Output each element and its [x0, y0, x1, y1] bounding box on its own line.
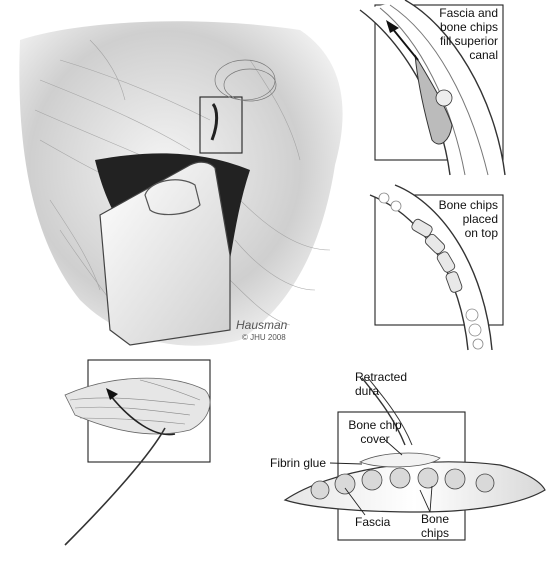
copyright-credit: © JHU 2008	[242, 333, 286, 342]
label-bone-chips-on-top: Bone chips placed on top	[420, 198, 498, 240]
label-bone-chip-cover: Bone chip cover	[340, 418, 410, 446]
label-fascia-bone-chips: Fascia and bone chips fill superior cana…	[420, 6, 498, 62]
panel-bone-chips-on-top	[369, 184, 504, 351]
label-line: Retracted	[355, 370, 408, 384]
label-retracted-dura: Retracted dura	[355, 370, 407, 398]
label-line: bone chips	[439, 20, 498, 34]
label-line: Bone	[420, 512, 450, 526]
panel-cross-section	[283, 377, 546, 541]
label-fascia: Fascia	[355, 515, 391, 529]
label-line: cover	[360, 432, 390, 446]
panel-needle-insertion	[64, 359, 211, 546]
label-fibrin-glue: Fibrin glue	[270, 456, 327, 470]
surgical-field	[19, 21, 343, 346]
label-line: canal	[469, 48, 498, 62]
label-line: on top	[464, 226, 498, 240]
label-line: Bone chip	[348, 418, 402, 432]
label-line: Fascia and	[439, 6, 498, 20]
label-bone-chips: Bone chips	[415, 512, 455, 540]
label-line: dura	[355, 384, 380, 398]
label-line: fill superior	[439, 34, 498, 48]
label-line: Bone chips	[438, 198, 498, 212]
label-line: chips	[420, 526, 449, 540]
panel-superior-canal	[359, 0, 506, 176]
artist-signature: Hausman	[236, 318, 288, 332]
label-line: placed	[462, 212, 498, 226]
